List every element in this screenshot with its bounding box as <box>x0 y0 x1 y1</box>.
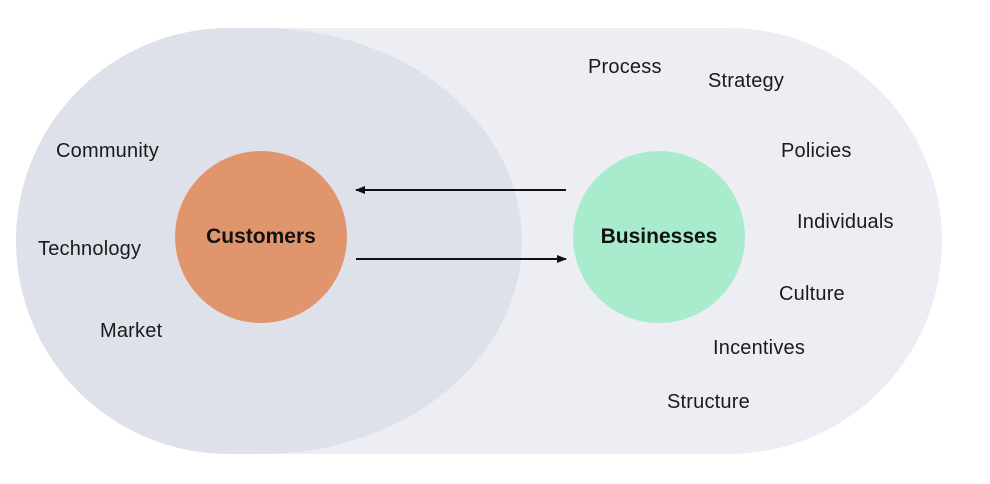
factor-culture: Culture <box>779 283 845 305</box>
factor-market: Market <box>100 320 163 342</box>
customers-label: Customers <box>206 225 316 248</box>
businesses-node: Businesses <box>573 151 745 323</box>
factor-strategy: Strategy <box>708 70 785 92</box>
customers-node: Customers <box>175 151 347 323</box>
factor-policies: Policies <box>781 140 852 162</box>
factor-community: Community <box>56 140 159 162</box>
factor-structure: Structure <box>667 391 750 413</box>
factor-individuals: Individuals <box>797 211 894 233</box>
factor-technology: Technology <box>38 238 142 260</box>
factor-incentives: Incentives <box>713 337 806 359</box>
businesses-label: Businesses <box>600 225 718 248</box>
factor-process: Process <box>588 56 662 78</box>
